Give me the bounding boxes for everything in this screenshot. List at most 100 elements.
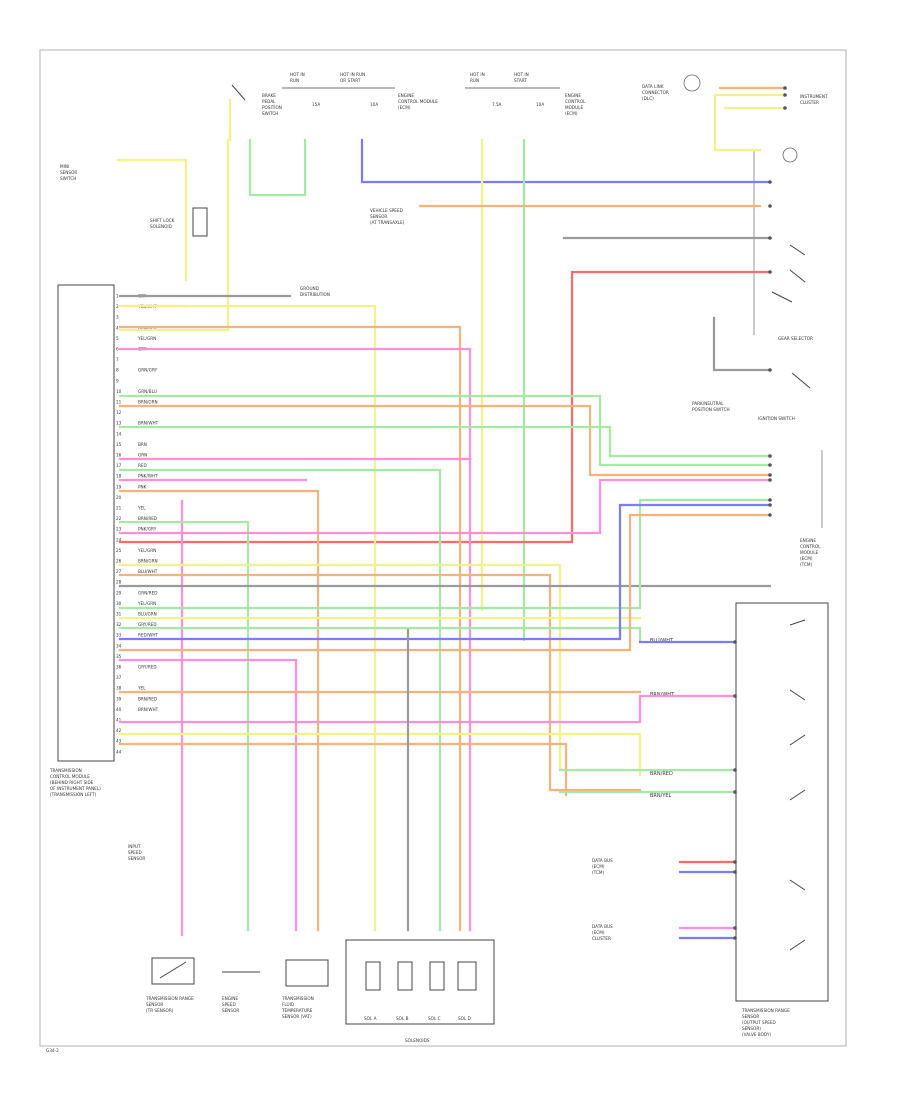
instrument-cluster-1: INSTRUMENT — [800, 94, 828, 99]
tcm-pin-10: 10 — [116, 389, 122, 394]
rb-in1-3: (TCM) — [592, 870, 604, 875]
wire-terminal — [733, 768, 737, 772]
brake-switch-label-3: POSITION — [262, 105, 282, 110]
solenoid-pack-box — [345, 939, 495, 1025]
ecm-right-5: (TCM) — [800, 562, 812, 567]
ground-dist-1: ENGINE — [565, 93, 581, 98]
hot-run-right-1: HOT IN — [470, 72, 485, 77]
input-speed-3: SENSOR — [128, 856, 145, 861]
tcm-wire-code: PNK/GRY — [138, 527, 157, 532]
tcm-wire-code: GRY/RED — [138, 622, 157, 627]
hot-run-left-1: HOT IN — [290, 72, 305, 77]
input-speed-1: INPUT — [128, 844, 141, 849]
wire-terminal — [733, 860, 737, 864]
tcm-wire-code: BRN/WHT — [138, 707, 159, 712]
wire-terminal — [768, 368, 772, 372]
rb-in1-1: DATA BUS — [592, 858, 613, 863]
wire-terminal — [768, 473, 772, 477]
dlc-label-3: (DLC) — [642, 96, 654, 101]
wire-terminal — [783, 93, 787, 97]
bottom-components: INPUT SPEED SENSOR TRANSMISSION RANGE SE… — [46, 844, 495, 1053]
ground-dist-label-1: GROUND — [300, 286, 319, 291]
wire-green — [118, 498, 772, 610]
brake-switch-label-1: BRAKE — [262, 93, 276, 98]
gear-selector-label: GEAR SELECTOR — [778, 336, 813, 341]
input-speed-2: SPEED — [128, 850, 142, 855]
tcm-pin-23: 23 — [116, 527, 122, 532]
tcm-pin-3: 3 — [116, 315, 119, 320]
wire-terminal — [733, 926, 737, 930]
wire-terminal — [768, 513, 772, 517]
ecm-connector: ENGINE CONTROL MODULE (ECM) (TCM) — [800, 450, 823, 567]
tcm-wire-code: BRN/GRN — [138, 400, 158, 405]
footer-code: G34-2 — [46, 1048, 59, 1053]
engine-ctrl-2: CONTROL MODULE — [398, 99, 438, 104]
wire-pink — [118, 694, 642, 724]
wire-orange — [118, 573, 642, 792]
wire-yellow — [118, 563, 642, 772]
tcm-wire-code: BRN/WHT — [138, 421, 159, 426]
top-mid-components: HOT IN RUN HOT IN START 7.5A 10A ENGINE … — [465, 72, 586, 116]
sol-a-coil — [365, 961, 381, 991]
fuse-c-label: 7.5A — [492, 102, 502, 107]
tcm-wire-code: BLU/WHT — [138, 569, 158, 574]
tcm-wire-code: BRN — [138, 442, 147, 447]
wire-terminal — [768, 498, 772, 502]
shift-lock-solenoid-box — [192, 207, 208, 237]
fuse-a-label: 15A — [312, 102, 320, 107]
tcm-pin-13: 13 — [116, 421, 122, 426]
tcm-label-1: TRANSMISSION — [49, 768, 82, 773]
wire-terminal — [768, 204, 772, 208]
valve-body-box: BLU/WHT BRN/WHT BRN/RED BRN/YEL DATA BUS… — [592, 602, 829, 1037]
top-left-components: MINI SENSOR SWITCH SHIFT LOCK SOLENOID B… — [60, 72, 438, 237]
tcm-pin-33: 33 — [116, 633, 122, 638]
instrument-cluster-2: CLUSTER — [800, 100, 819, 105]
ecm-right-4: (ECM) — [800, 556, 813, 561]
tcm-pin-7: 7 — [116, 357, 119, 362]
tcm-label-2: CONTROL MODULE — [50, 774, 90, 779]
valve-body-switches — [789, 619, 806, 951]
right-box-5: (VALVE BODY) — [742, 1032, 771, 1037]
brake-switch-label-2: PEDAL — [262, 99, 276, 104]
rb-row-3: BRN/RED — [650, 771, 673, 777]
bottom-sensor-2a: TRANSMISSION — [281, 996, 314, 1001]
gear-selector-contacts — [771, 244, 806, 303]
valve-body-rect — [735, 602, 829, 1002]
tcm-box — [57, 284, 115, 762]
wire-green — [118, 394, 772, 467]
tr-sensor-3: (TR SENSOR) — [146, 1008, 174, 1013]
tcm-wire-code: BLU/GRN — [138, 612, 157, 617]
tr-sensor-box — [151, 957, 195, 985]
tcm-pin-26: 26 — [116, 559, 122, 564]
tcm-pin-27: 27 — [116, 569, 122, 574]
sol-b-coil — [397, 961, 413, 991]
tcm-pin-4: 4 — [116, 325, 119, 330]
fuse-b-label: 10A — [370, 102, 378, 107]
bottom-sensor-1a: ENGINE — [222, 996, 238, 1001]
wire-orange — [118, 742, 568, 797]
tcm-wire-code: YEL — [137, 686, 146, 691]
right-box-3: (OUTPUT SPEED — [742, 1020, 776, 1025]
tcm-pin-30: 30 — [116, 601, 122, 606]
tcm-label-4: OF INSTRUMENT PANEL) — [50, 786, 101, 791]
wire-terminal — [783, 106, 787, 110]
wire-green — [248, 138, 307, 197]
rb-in2-1: DATA BUS — [592, 924, 613, 929]
wire-terminal — [783, 86, 787, 90]
speed-sensor-1: VEHICLE SPEED — [370, 208, 403, 213]
brake-switch-label-4: SWITCH — [262, 111, 278, 116]
tcm-pin-34: 34 — [116, 643, 122, 648]
tcm-pin-39: 39 — [116, 696, 122, 701]
wire-blue — [118, 503, 772, 641]
ecm-right-2: CONTROL — [800, 544, 821, 549]
tcm-pin-31: 31 — [116, 612, 122, 617]
pnp-switch-contact — [791, 372, 811, 389]
wire-terminal — [733, 870, 737, 874]
tcm-pin-32: 32 — [116, 622, 122, 627]
tcm-pin-44: 44 — [116, 749, 122, 754]
tcm-pin-21: 21 — [116, 506, 122, 511]
tcm-wire-code: BRN/GRN — [138, 559, 158, 564]
sol-d-coil — [457, 961, 477, 991]
tcm-wire-code: PNK — [138, 484, 147, 489]
